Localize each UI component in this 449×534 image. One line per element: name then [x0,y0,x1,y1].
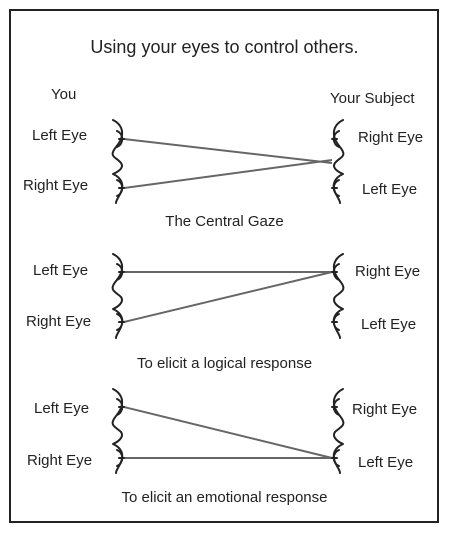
panel3-gaze-line-left-eye [124,407,332,458]
panel3-you-right-eye-icon [117,450,124,466]
panel2-gaze-line-right-eye [124,272,332,322]
panel1-gaze-line-left-eye [124,139,332,163]
panel1-gaze-line-right-eye [124,160,332,188]
panel1-you-right-eye-icon [117,180,124,196]
panel2-subject-bottom-eye-icon [332,314,339,330]
panel3-subject-bottom-eye-icon [332,450,339,466]
panel1-subject-bottom-eye-icon [332,180,339,196]
panel2-you-right-eye-icon [117,314,124,330]
